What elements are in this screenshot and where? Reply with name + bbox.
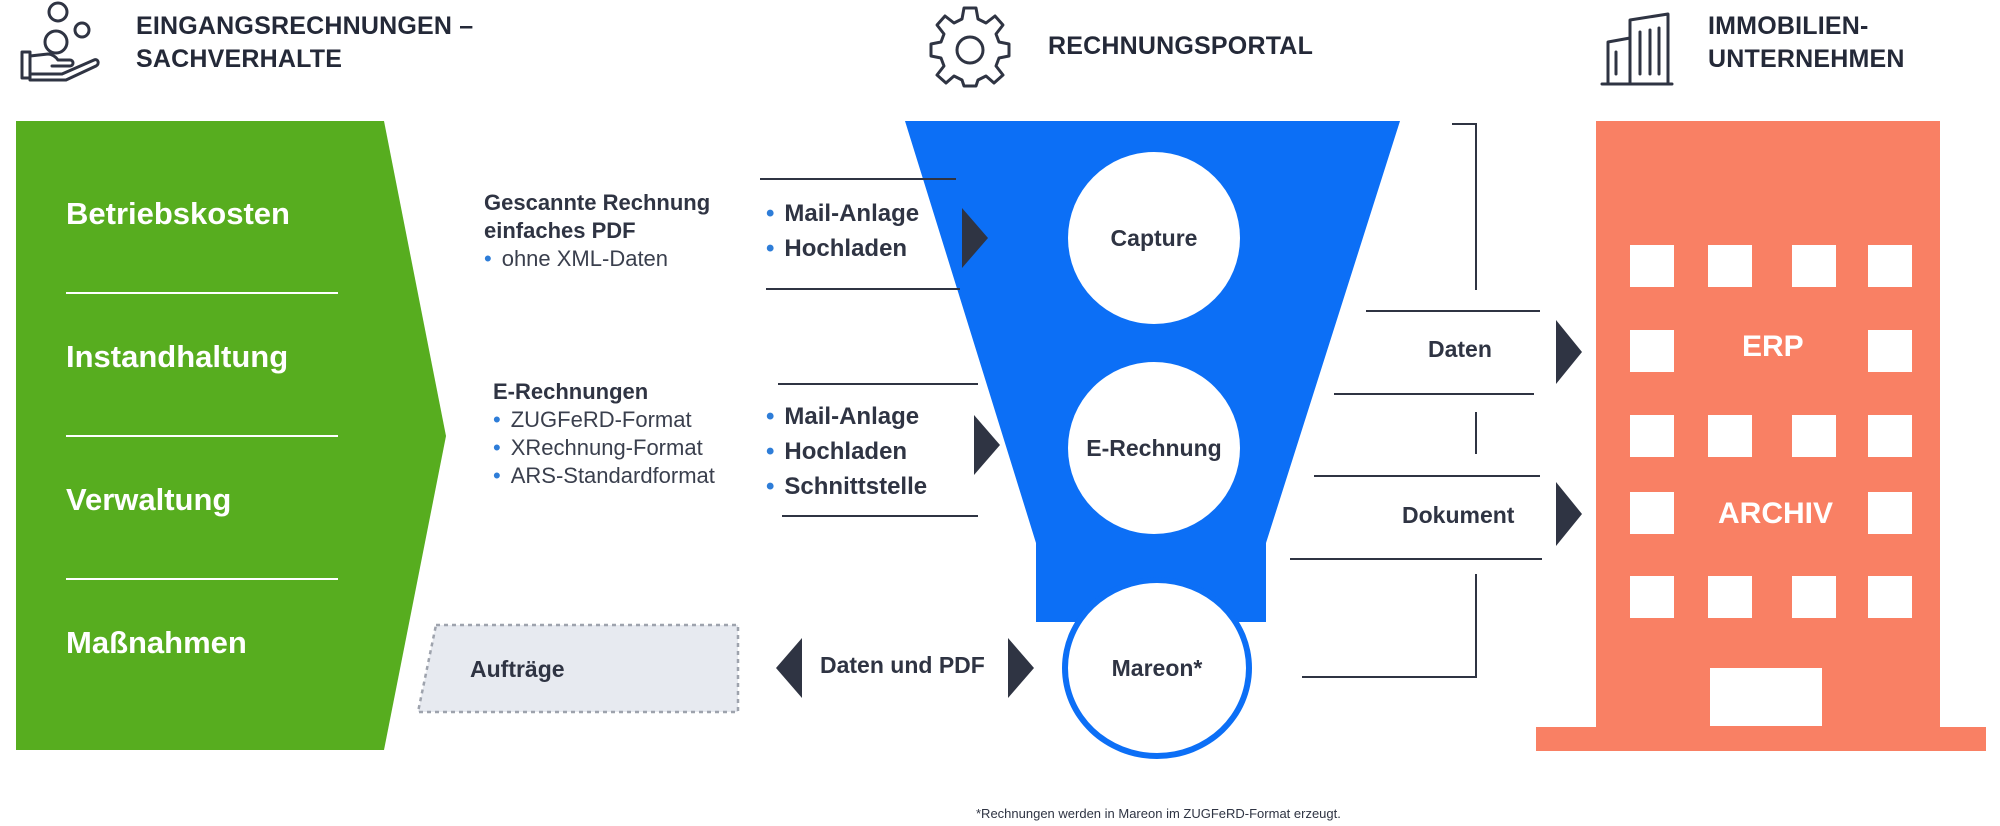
building-window xyxy=(1868,576,1912,618)
building-window xyxy=(1868,492,1912,534)
source-scanned: Gescannte Rechnung einfaches PDF •ohne X… xyxy=(484,189,710,273)
company-archive-label: ARCHIV xyxy=(1718,497,1834,530)
source-einvoice: E-Rechnungen •ZUGFeRD-Format •XRechnung-… xyxy=(493,378,715,490)
output-rule xyxy=(1366,310,1540,312)
category-betriebskosten: Betriebskosten xyxy=(66,196,290,231)
building-window xyxy=(1708,415,1752,457)
channel-item: •Hochladen xyxy=(766,438,908,465)
gear-icon xyxy=(929,6,1011,88)
building-window xyxy=(1630,415,1674,457)
building-window xyxy=(1708,576,1752,618)
building-window xyxy=(1868,330,1912,372)
stage-e-rechnung: E-Rechnung xyxy=(1068,362,1240,534)
center-header-title: RECHNUNGSPORTAL xyxy=(1048,32,1314,60)
category-divider xyxy=(66,292,338,294)
source-einvoice-bullet: •ZUGFeRD-Format xyxy=(493,407,692,432)
stage-mareon: Mareon* xyxy=(1062,577,1252,759)
orders-box-shape xyxy=(416,623,740,714)
arrow-right-orders xyxy=(1008,638,1034,698)
building-icon xyxy=(1600,12,1674,86)
building-window xyxy=(1708,245,1752,287)
output-rule xyxy=(1334,393,1534,395)
channel-rule xyxy=(760,178,956,180)
left-header-title: EINGANGSRECHNUNGEN – SACHVERHALTE xyxy=(136,10,473,76)
building-window xyxy=(1792,415,1836,457)
arrow-right-data xyxy=(1556,320,1582,384)
right-header-line1: IMMOBILIEN- xyxy=(1708,12,1869,40)
source-einvoice-bullet: •ARS-Standardformat xyxy=(493,463,715,488)
connector-capture-bracket xyxy=(1452,123,1477,290)
channel-list-einvoice: •Mail-Anlage •Hochladen •Schnittstelle xyxy=(766,399,927,504)
footnote: *Rechnungen werden in Mareon im ZUGFeRD-… xyxy=(976,806,1341,821)
arrow-left-orders xyxy=(776,638,802,698)
channel-item: •Schnittstelle xyxy=(766,473,928,500)
channel-rule xyxy=(782,515,978,517)
hand-coins-icon xyxy=(20,1,100,82)
left-header-line1: EINGANGSRECHNUNGEN – xyxy=(136,12,474,40)
building-window xyxy=(1630,576,1674,618)
building-door xyxy=(1710,668,1822,726)
channel-item: •Mail-Anlage xyxy=(766,200,920,227)
arrow-right-document xyxy=(1556,482,1582,546)
output-rule xyxy=(1290,558,1542,560)
source-scanned-bullet: •ohne XML-Daten xyxy=(484,246,669,271)
channel-item: •Mail-Anlage xyxy=(766,403,920,430)
category-massnahmen: Maßnahmen xyxy=(66,625,247,660)
output-document-label: Dokument xyxy=(1402,502,1515,528)
orders-exchange-label: Daten und PDF xyxy=(820,652,985,678)
channel-item: •Hochladen xyxy=(766,235,908,262)
channel-rule xyxy=(778,383,978,385)
building-window xyxy=(1792,245,1836,287)
connector-mareon-bracket xyxy=(1302,574,1477,678)
category-verwaltung: Verwaltung xyxy=(66,482,232,517)
output-rule xyxy=(1314,475,1540,477)
arrow-right-scanned xyxy=(962,208,988,268)
stage-capture: Capture xyxy=(1068,152,1240,324)
arrow-right-einvoice xyxy=(974,415,1000,475)
building-window xyxy=(1868,245,1912,287)
source-einvoice-title: E-Rechnungen xyxy=(493,379,649,404)
output-data-label: Daten xyxy=(1428,336,1492,362)
building-window xyxy=(1630,245,1674,287)
category-divider xyxy=(66,578,338,580)
channel-list-scanned: •Mail-Anlage •Hochladen xyxy=(766,196,919,266)
orders-label: Aufträge xyxy=(470,656,565,682)
channel-rule xyxy=(766,288,960,290)
building-window xyxy=(1792,576,1836,618)
category-instandhaltung: Instandhaltung xyxy=(66,339,289,374)
right-header-line2: UNTERNEHMEN xyxy=(1708,45,1905,73)
source-scanned-title-line2: einfaches PDF xyxy=(484,218,636,243)
building-window xyxy=(1630,330,1674,372)
building-window xyxy=(1630,492,1674,534)
right-header-title: IMMOBILIEN- UNTERNEHMEN xyxy=(1708,10,1905,76)
company-building-base xyxy=(1536,727,1986,751)
left-header-line2: SACHVERHALTE xyxy=(136,45,343,73)
company-erp-label: ERP xyxy=(1742,330,1804,363)
source-einvoice-bullet: •XRechnung-Format xyxy=(493,435,703,460)
building-window xyxy=(1868,415,1912,457)
category-divider xyxy=(66,435,338,437)
source-scanned-title-line1: Gescannte Rechnung xyxy=(484,190,711,215)
